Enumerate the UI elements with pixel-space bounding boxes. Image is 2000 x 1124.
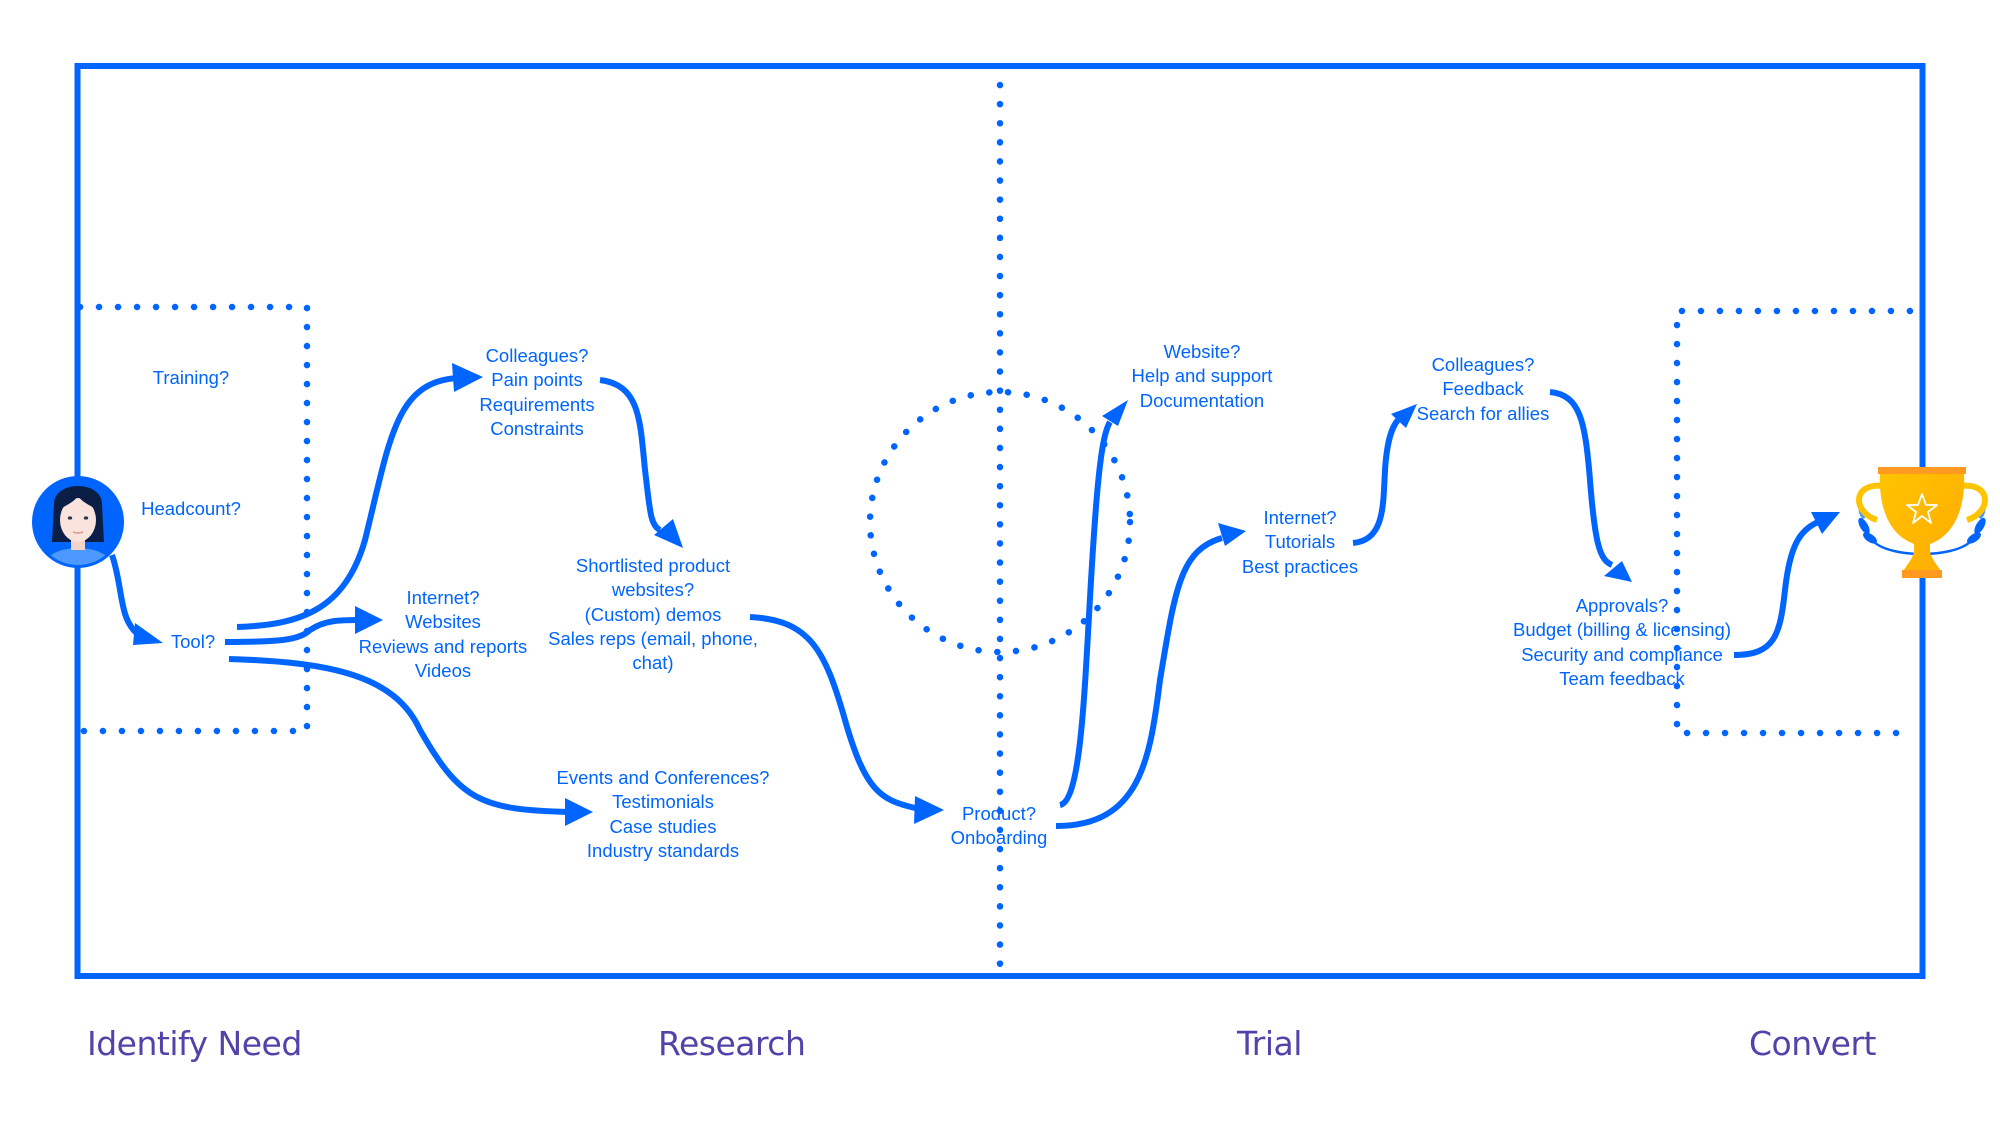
node-approvals: Approvals? Budget (billing & licensing) … — [1513, 594, 1731, 691]
node-line: Constraints — [490, 417, 584, 439]
node-line: Colleagues? — [485, 345, 589, 366]
convert-zone — [1673, 307, 1914, 737]
phase-label-convert: Convert — [1749, 1024, 1877, 1063]
node-line: Onboarding — [950, 827, 1048, 849]
arrowhead-colleagues-trial — [1391, 404, 1417, 428]
phase-label-identify-need: Identify Need — [87, 1024, 302, 1063]
arrowhead-approvals — [1604, 561, 1632, 582]
flow-shortlisted-to-product — [749, 614, 916, 811]
phase-label-trial: Trial — [1237, 1024, 1302, 1063]
node-line: Internet? — [406, 587, 480, 608]
node-colleagues-trial: Colleagues? Feedback Search for allies — [1417, 353, 1550, 426]
center-circle — [866, 388, 1134, 656]
flow-approvals-to-trophy — [1733, 519, 1820, 658]
flow-tool-to-events — [228, 656, 571, 815]
node-line: Tutorials — [1264, 531, 1336, 553]
flow-persona-to-tool — [109, 554, 142, 639]
node-product: Product? Onboarding — [951, 802, 1048, 851]
node-internet-research: Internet? Websites Reviews and reports V… — [359, 586, 528, 683]
node-headcount: Headcount? — [141, 497, 241, 521]
identify-need-zone — [76, 303, 311, 735]
node-internet-trial: Internet? Tutorials Best practices — [1242, 506, 1358, 579]
flow-internet-to-colleagues-trial — [1352, 415, 1403, 546]
arrowhead-trophy — [1811, 512, 1840, 534]
node-line: Sales reps (email, phone, — [548, 627, 758, 649]
arrowhead-website — [1102, 400, 1128, 426]
node-line: Headcount? — [141, 498, 241, 519]
trophy-icon — [1856, 467, 1988, 578]
node-line: Reviews and reports — [358, 635, 528, 657]
node-training: Training? — [153, 366, 229, 390]
node-line: Search for allies — [1416, 402, 1550, 424]
node-line: Website? — [1163, 341, 1241, 362]
flow-product-to-website — [1058, 420, 1113, 808]
node-line: Tool? — [170, 631, 216, 652]
node-line: Team feedback — [1559, 667, 1685, 689]
node-line: websites? — [611, 579, 695, 601]
node-colleagues-research: Colleagues? Pain points Requirements Con… — [479, 344, 594, 441]
arrowheads — [133, 363, 1840, 826]
phase-label-research: Research — [658, 1024, 806, 1063]
node-line: Internet? — [1263, 507, 1337, 528]
user-avatar-icon — [32, 476, 124, 568]
node-line: Testimonials — [612, 791, 714, 813]
arrowhead-internet — [355, 606, 383, 634]
node-line: Budget (billing & licensing) — [1512, 619, 1732, 641]
flow-product-to-internet-trial — [1055, 535, 1223, 829]
flow-tool-to-colleagues — [236, 375, 461, 630]
node-line: Industry standards — [586, 839, 740, 861]
arrowhead-internet-trial — [1218, 523, 1246, 546]
node-line: Approvals? — [1575, 595, 1669, 616]
node-line: Videos — [414, 659, 472, 681]
node-line: Documentation — [1139, 389, 1265, 411]
node-line: Training? — [152, 367, 230, 388]
arrowhead-shortlisted — [654, 519, 683, 548]
node-line: Pain points — [491, 369, 583, 391]
node-line: Requirements — [479, 393, 595, 415]
arrowhead-colleagues — [452, 363, 483, 392]
flow-tool-to-internet — [224, 617, 361, 645]
flow-arrows — [109, 375, 1820, 829]
node-website: Website? Help and support Documentation — [1132, 340, 1273, 413]
node-line: Best practices — [1241, 555, 1359, 577]
node-tool: Tool? — [171, 630, 215, 654]
node-line: Colleagues? — [1431, 354, 1535, 375]
node-line: Shortlisted product — [575, 555, 731, 576]
node-shortlisted: Shortlisted product websites? (Custom) d… — [548, 554, 758, 675]
arrowhead-product — [914, 796, 944, 824]
node-line: Security and compliance — [1521, 643, 1723, 665]
node-line: Websites — [405, 611, 481, 633]
flow-colleagues-to-approvals — [1549, 389, 1614, 568]
node-line: Help and support — [1131, 365, 1273, 387]
flow-colleagues-to-shortlisted — [599, 377, 662, 533]
node-line: chat) — [632, 652, 674, 674]
node-line: Case studies — [609, 815, 717, 837]
node-line: Events and Conferences? — [556, 767, 770, 788]
node-line: Feedback — [1442, 378, 1524, 400]
arrowhead-events — [565, 798, 593, 826]
node-events: Events and Conferences? Testimonials Cas… — [557, 766, 770, 863]
node-line: (Custom) demos — [584, 603, 722, 625]
node-line: Product? — [961, 803, 1037, 824]
arrowhead-tool — [133, 623, 163, 645]
